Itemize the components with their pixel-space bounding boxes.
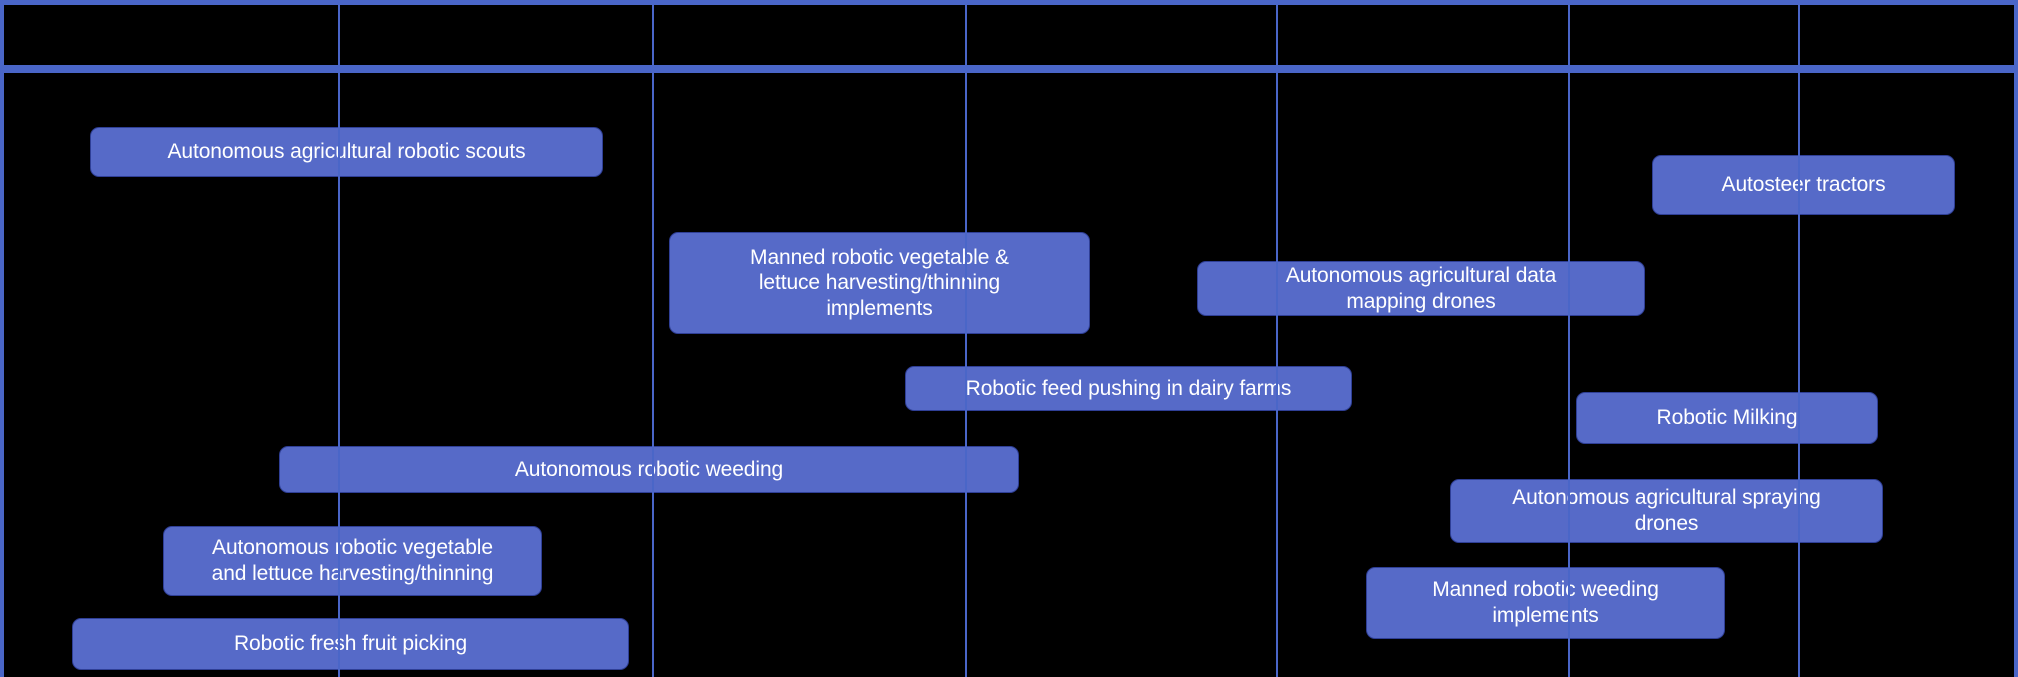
timeline-bar-label: Autonomous robotic weeding xyxy=(514,457,784,481)
timeline-bar[interactable]: Manned robotic weeding implements xyxy=(1366,567,1725,639)
timeline-bar-label: Autonomous agricultural robotic scouts xyxy=(167,140,526,164)
gridline-1 xyxy=(338,5,340,677)
timeline-bar-label: Autosteer tractors xyxy=(1721,173,1886,197)
timeline-bar[interactable]: Robotic Milking xyxy=(1576,392,1878,444)
timeline-bar[interactable]: Robotic fresh fruit picking xyxy=(72,618,629,670)
timeline-bar[interactable]: Autonomous agricultural spraying drones xyxy=(1450,479,1883,543)
timeline-bar-label: Robotic Milking xyxy=(1656,406,1798,430)
timeline-bar[interactable]: Autonomous robotic weeding xyxy=(279,446,1019,493)
timeline-bar[interactable]: Autosteer tractors xyxy=(1652,155,1955,215)
timeline-bar[interactable]: Manned robotic vegetable & lettuce harve… xyxy=(669,232,1090,334)
timeline-bar-label: Autonomous agricultural spraying drones xyxy=(1512,486,1821,535)
timeline-bar[interactable]: Autonomous robotic vegetable and lettuce… xyxy=(163,526,542,596)
timeline-bar-label: Manned robotic vegetable & lettuce harve… xyxy=(750,245,1009,320)
timeline-bar[interactable]: Robotic feed pushing in dairy farms xyxy=(905,366,1352,411)
gridline-4 xyxy=(1276,5,1278,677)
header-row xyxy=(0,5,2018,65)
gridline-3 xyxy=(965,5,967,677)
timeline-bar-label: Robotic feed pushing in dairy farms xyxy=(965,376,1292,400)
timeline-bar-label: Autonomous agricultural data mapping dro… xyxy=(1285,263,1557,313)
timeline-bar-label: Robotic fresh fruit picking xyxy=(233,632,468,656)
timeline-bar-label: Autonomous robotic vegetable and lettuce… xyxy=(211,536,494,585)
gridline-5 xyxy=(1568,5,1570,677)
timeline-bar-label: Manned robotic weeding implements xyxy=(1432,578,1659,627)
timeline-bar[interactable]: Autonomous agricultural data mapping dro… xyxy=(1197,261,1645,316)
gridline-2 xyxy=(652,5,654,677)
timeline-bar[interactable]: Autonomous agricultural robotic scouts xyxy=(90,127,603,177)
header-separator xyxy=(0,65,2018,73)
gridline-6 xyxy=(1798,5,1800,677)
